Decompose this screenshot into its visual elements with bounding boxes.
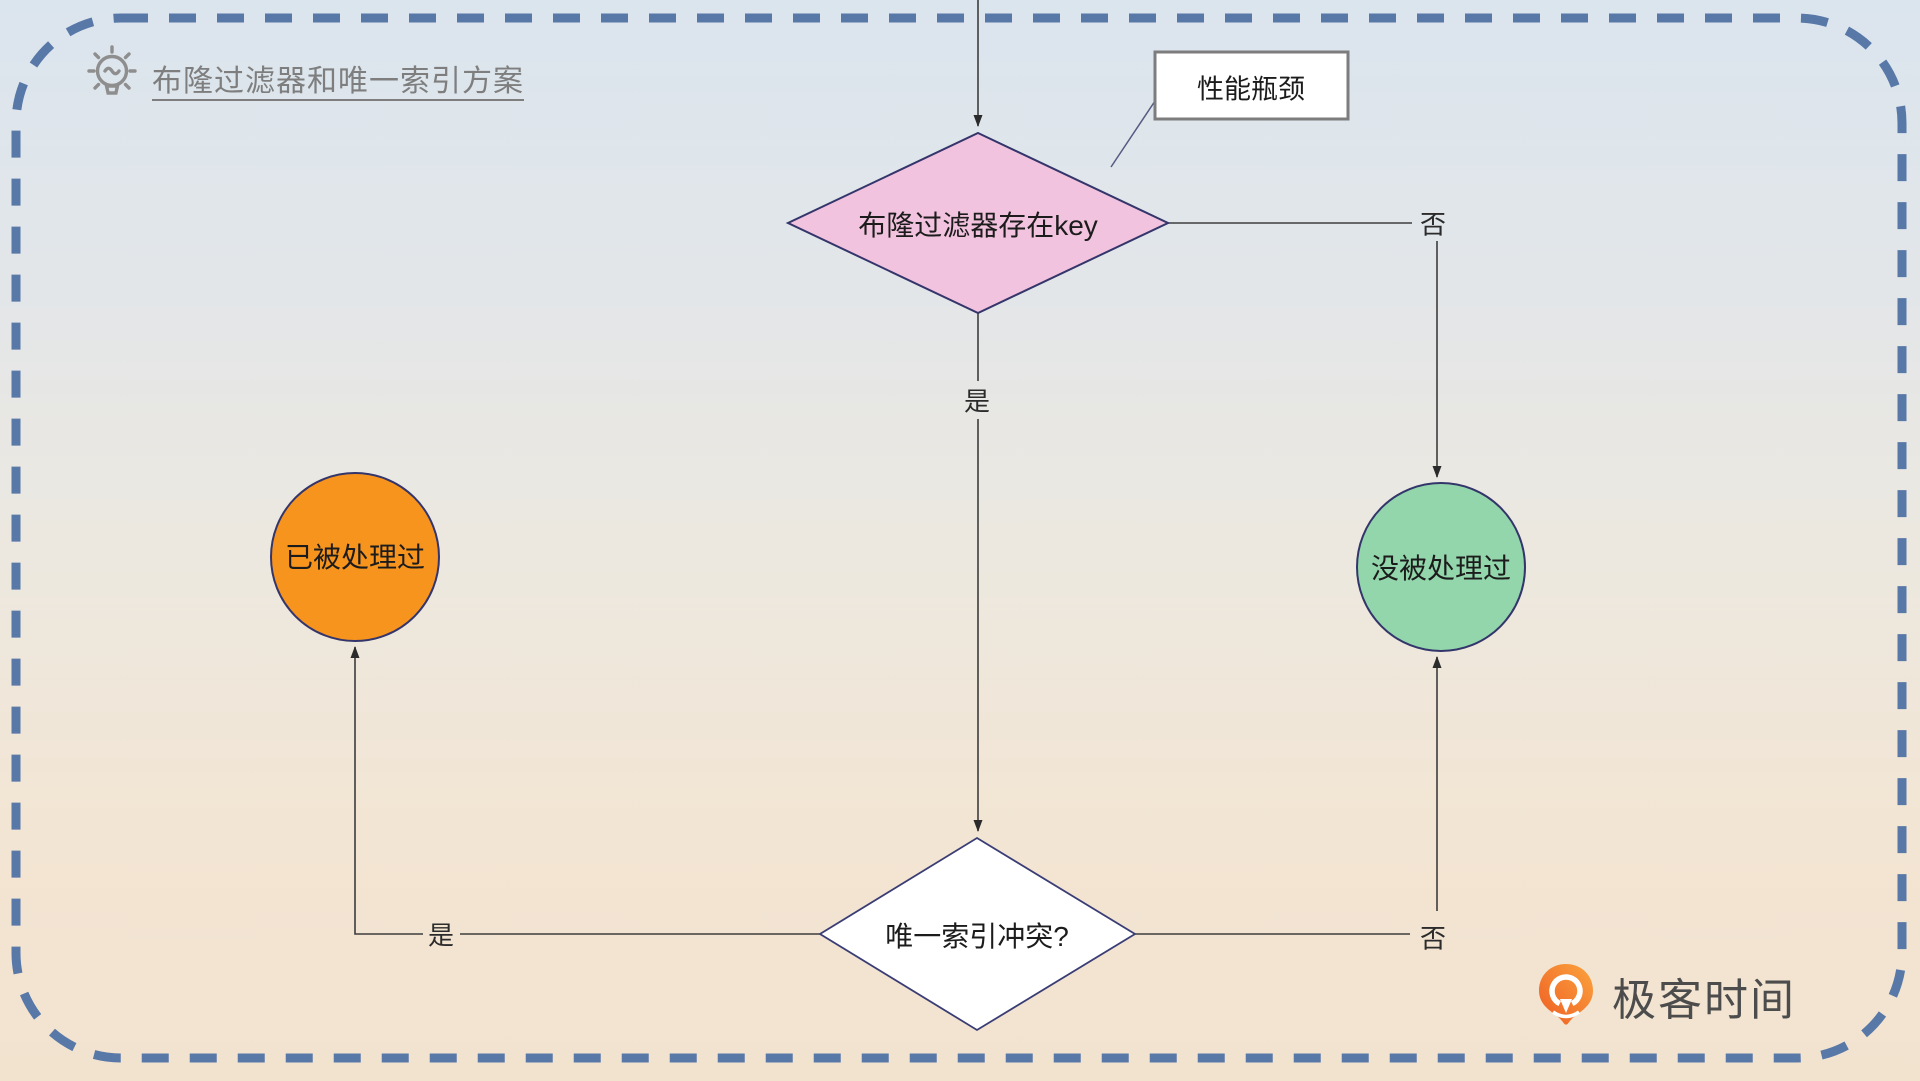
callout-label: 性能瓶颈 [1197, 74, 1305, 105]
decision-bloom-filter-shape [785, 131, 1171, 315]
node-processed-shape [270, 472, 440, 642]
geektime-logo-text: 极客时间 [1612, 976, 1796, 1025]
edge-label-yes-mid: 是 [963, 386, 991, 417]
geektime-logo: 极客时间 [1534, 961, 1796, 1031]
decision-unique-index-label: 唯一索引冲突? [885, 921, 1069, 952]
edge-yes-bottom-elbow [350, 646, 423, 935]
edge-label-yes-bottom: 是 [427, 920, 455, 951]
decision-bloom-filter-label: 布隆过滤器存在key [858, 210, 1098, 241]
edge-label-no-top: 否 [1419, 209, 1447, 240]
lightbulb-idea-icon [87, 45, 137, 95]
connector-lines [350, 0, 1442, 935]
node-not-processed-label: 没被处理过 [1370, 553, 1512, 584]
node-processed-label: 已被处理过 [284, 542, 426, 573]
page-title: 布隆过滤器和唯一索引方案 [152, 65, 524, 98]
edge-label-no-bottom: 否 [1419, 923, 1447, 954]
geektime-logo-icon [1539, 964, 1593, 1025]
dashed-border [11, 13, 1907, 1063]
callout-leader-line [1110, 100, 1156, 168]
callout-box [1153, 50, 1350, 121]
node-not-processed-shape [1356, 482, 1526, 652]
decision-unique-index-shape [818, 836, 1137, 1032]
